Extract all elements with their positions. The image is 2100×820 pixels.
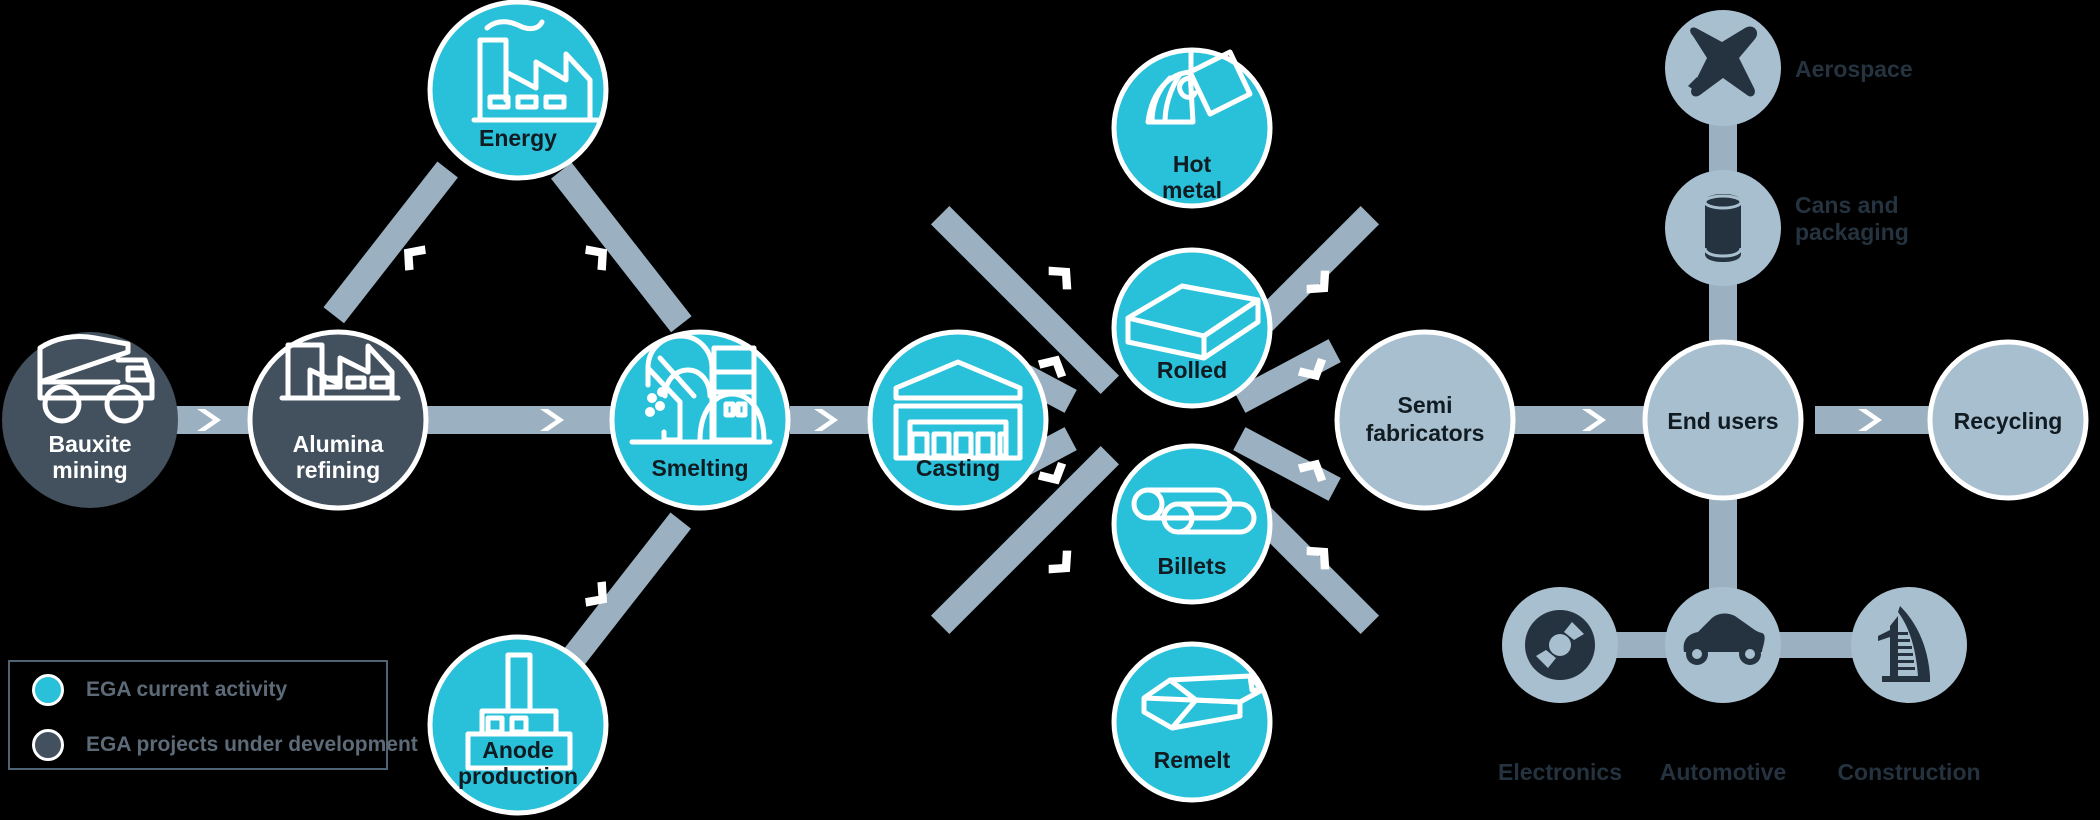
enduse-label-aerospace: Aerospace — [1795, 56, 1913, 82]
node-end-users[interactable]: End users — [1642, 339, 1804, 501]
ingot-icon — [1141, 673, 1265, 731]
cast-house-icon — [893, 359, 1023, 461]
power-plant-icon — [471, 19, 601, 123]
car-icon — [1683, 613, 1765, 665]
legend-item-current-activity: EGA current activity — [10, 662, 386, 717]
connector-casting-to-remelt — [930, 445, 1120, 635]
dump-truck-icon — [37, 333, 155, 424]
enduse-electronics[interactable]: Electronics — [1498, 587, 1622, 785]
node-alumina-refining[interactable]: Alumina refining — [247, 329, 429, 511]
connector-endusers-to-recycling — [1815, 406, 1935, 434]
node-energy[interactable]: Energy — [427, 0, 609, 181]
node-label-recycling: Recycling — [1954, 408, 2063, 434]
enduse-label-cans-line1: Cans and — [1795, 192, 1899, 218]
connector-alumina-to-smelting — [420, 406, 620, 434]
enduse-label-electronics: Electronics — [1498, 759, 1622, 785]
can-icon — [1703, 194, 1743, 262]
node-label-alumina-line1: Alumina — [293, 431, 384, 457]
legend-label-under-development: EGA projects under development — [86, 732, 418, 756]
node-smelting[interactable]: Smelting — [609, 329, 791, 511]
node-semi-fabricators[interactable]: Semi fabricators — [1334, 329, 1516, 511]
connector-billets-to-semifab — [1233, 427, 1341, 501]
connector-casting-to-hotmetal — [930, 205, 1120, 395]
connector-anode-to-smelting — [550, 512, 691, 683]
enduse-label-cans-line2: packaging — [1795, 219, 1909, 245]
node-label-hotmetal-line2: metal — [1162, 177, 1222, 203]
ladle-icon — [1145, 49, 1253, 125]
factory-icon — [279, 342, 401, 401]
airplane-icon — [1688, 26, 1758, 97]
enduse-automotive[interactable]: Automotive — [1660, 587, 1787, 785]
billet-icon — [1131, 487, 1257, 535]
disc-icon — [1525, 610, 1595, 680]
node-label-casting: Casting — [916, 455, 1000, 481]
node-label-rolled: Rolled — [1157, 357, 1227, 383]
legend-dot-under-development — [32, 728, 64, 761]
node-label-semifab-line1: Semi — [1398, 392, 1453, 418]
node-recycling[interactable]: Recycling — [1927, 339, 2089, 501]
legend-item-under-development: EGA projects under development — [10, 717, 418, 772]
node-billets[interactable]: Billets — [1111, 443, 1273, 605]
connector-bauxite-to-alumina — [175, 406, 255, 434]
smelter-icon — [629, 333, 773, 445]
legend-label-current-activity: EGA current activity — [86, 677, 288, 701]
node-label-alumina-line2: refining — [296, 457, 380, 483]
legend-dot-current-activity — [32, 673, 64, 706]
enduse-label-construction: Construction — [1837, 759, 1980, 785]
node-label-semifab-line2: fabricators — [1366, 420, 1485, 446]
connector-energy-to-alumina — [323, 161, 458, 324]
node-label-anode-line2: production — [458, 763, 578, 789]
node-label-endusers: End users — [1667, 408, 1778, 434]
connector-smelting-to-casting — [790, 406, 870, 434]
node-remelt[interactable]: Remelt — [1111, 641, 1273, 803]
node-casting[interactable]: Casting — [867, 329, 1049, 511]
node-label-anode-line1: Anode — [482, 737, 554, 763]
connector-rolled-to-semifab — [1233, 339, 1341, 413]
node-label-remelt: Remelt — [1154, 747, 1231, 773]
node-label-billets: Billets — [1157, 553, 1226, 579]
node-rolled[interactable]: Rolled — [1111, 247, 1273, 409]
node-label-bauxite-line2: mining — [52, 457, 127, 483]
node-label-smelting: Smelting — [651, 455, 748, 481]
node-label-bauxite-line1: Bauxite — [48, 431, 131, 457]
node-anode-production[interactable]: Anode production — [427, 634, 609, 816]
enduse-cans-packaging[interactable]: Cans and packaging — [1665, 170, 1909, 286]
enduse-construction[interactable]: Construction — [1837, 587, 1981, 785]
node-label-energy: Energy — [479, 125, 557, 151]
legend: EGA current activity EGA projects under … — [8, 660, 418, 772]
anode-icon — [465, 652, 573, 771]
slab-icon — [1125, 283, 1261, 361]
enduse-label-automotive: Automotive — [1660, 759, 1787, 785]
node-hot-metal[interactable]: Hot metal — [1111, 47, 1273, 209]
connector-energy-to-smelting — [551, 162, 692, 333]
node-label-hotmetal-line1: Hot — [1173, 151, 1212, 177]
enduse-aerospace[interactable]: Aerospace — [1665, 10, 1913, 126]
building-icon — [1878, 606, 1930, 682]
node-bauxite-mining[interactable]: Bauxite mining — [2, 332, 178, 508]
